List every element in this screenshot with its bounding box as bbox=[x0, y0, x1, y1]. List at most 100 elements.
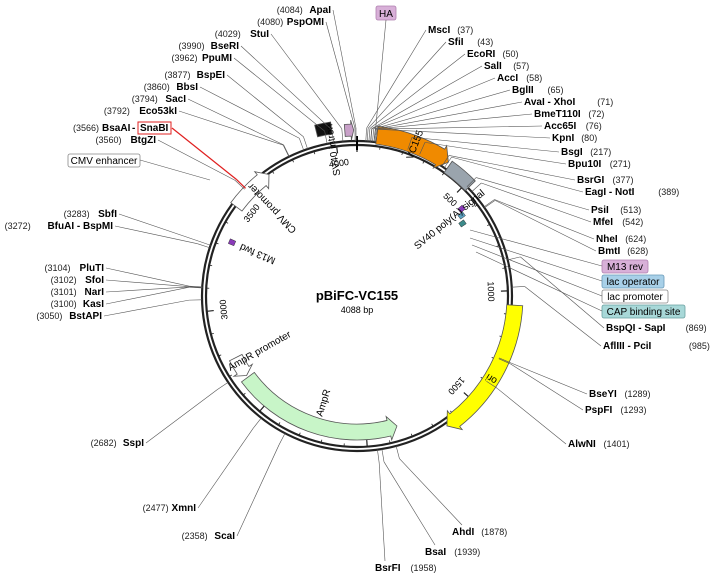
site-position: (542) bbox=[622, 217, 643, 227]
site-position: (71) bbox=[597, 97, 613, 107]
site-ppumi-leader bbox=[233, 57, 325, 132]
site-position: (76) bbox=[586, 121, 602, 131]
enzyme-name: Acc65I bbox=[544, 121, 576, 132]
site-bsrfi-leader bbox=[378, 462, 386, 562]
feature-ampr bbox=[240, 371, 398, 442]
tick-mark bbox=[313, 151, 316, 155]
site-position: (3100) bbox=[51, 299, 77, 309]
enzyme-name: BfuAI - BspMI bbox=[47, 221, 113, 232]
tick-label: 1500 bbox=[446, 375, 467, 397]
site-bsrgi-leader bbox=[448, 155, 576, 181]
feature-cmv-promoter bbox=[230, 171, 270, 212]
enzyme-name: AhdI bbox=[452, 527, 474, 538]
site-position: (513) bbox=[620, 205, 641, 215]
site-kasi-cut-tick bbox=[189, 286, 203, 289]
tick-mark bbox=[259, 405, 265, 412]
site-acci-cut-tick bbox=[370, 128, 373, 142]
site-acc65i-leader bbox=[376, 125, 543, 130]
site-bsaai-leader bbox=[171, 127, 237, 180]
site-sbfi-cut-tick bbox=[198, 240, 211, 246]
site-bpu10i-cut-tick bbox=[419, 142, 426, 155]
feature-sv40-poly-a-signal bbox=[443, 160, 476, 192]
site-position: (3101) bbox=[51, 287, 77, 297]
site-bseyi-cut-tick bbox=[499, 357, 512, 364]
enzyme-name: BsaI bbox=[425, 547, 446, 558]
enzyme-name: KasI bbox=[83, 299, 104, 310]
feature-label-lacprom: lac promoter bbox=[607, 292, 663, 303]
site-position: (628) bbox=[627, 246, 648, 256]
name-separator: - bbox=[132, 123, 135, 134]
site-sbfi-leader bbox=[118, 213, 199, 242]
site-saci-cut-tick bbox=[283, 144, 290, 157]
enzyme-name: Bpu10I bbox=[568, 159, 602, 170]
site-bsrgi-cut-tick bbox=[441, 155, 450, 167]
tick-mark bbox=[209, 264, 213, 267]
site-eagi-noti-cut-tick bbox=[444, 156, 452, 169]
enzyme-name: BbsI bbox=[176, 82, 198, 93]
tick-mark bbox=[442, 172, 445, 176]
site-position: (43) bbox=[477, 37, 493, 47]
site-bspei-leader bbox=[226, 74, 304, 137]
tick-mark bbox=[206, 309, 214, 312]
enzyme-name: KpnI bbox=[552, 133, 574, 144]
site-bbsi-leader bbox=[199, 86, 300, 139]
site-sspi-leader bbox=[145, 389, 218, 444]
label-leader bbox=[374, 19, 387, 136]
tick-mark bbox=[225, 221, 229, 224]
enzyme-name: SfoI bbox=[85, 275, 104, 286]
site-stui-leader bbox=[270, 33, 343, 129]
tick-label: 500 bbox=[441, 191, 459, 209]
feature-label-m13rev: M13 rev bbox=[607, 262, 643, 273]
site-bmti-leader bbox=[494, 200, 597, 252]
feature-label: SV40 intron bbox=[324, 123, 343, 176]
tick-mark bbox=[210, 332, 214, 335]
site-bsrfi-cut-tick bbox=[377, 449, 380, 463]
tick-mark bbox=[336, 146, 339, 154]
site-position: (377) bbox=[613, 175, 634, 185]
label-leader bbox=[471, 244, 603, 297]
tick-mark bbox=[389, 440, 391, 444]
enzyme-name: BspQI - SapI bbox=[606, 323, 666, 334]
enzyme-name: EagI - NotI bbox=[585, 187, 635, 198]
site-position: (3990) bbox=[178, 41, 204, 51]
enzyme-name: AflIII - PciI bbox=[603, 341, 652, 352]
site-bfuai-bspmi-cut-tick bbox=[197, 243, 210, 249]
site-bspqi-sapi-cut-tick bbox=[507, 256, 521, 261]
enzyme-name: ScaI bbox=[214, 531, 235, 542]
enzyme-name: BseYI bbox=[589, 389, 617, 400]
enzyme-name: MscI bbox=[428, 25, 450, 36]
tick-mark bbox=[320, 439, 323, 443]
site-pluti-leader bbox=[105, 267, 190, 287]
site-bmti-cut-tick bbox=[484, 200, 496, 209]
label-box-lacprom bbox=[601, 289, 669, 304]
enzyme-name: MfeI bbox=[593, 217, 613, 228]
enzyme-name: PsiI bbox=[591, 205, 609, 216]
site-position: (1401) bbox=[604, 439, 630, 449]
feature-ha bbox=[343, 119, 355, 141]
site-position: (58) bbox=[526, 73, 542, 83]
site-nhei-leader bbox=[494, 199, 595, 240]
site-position: (2477) bbox=[143, 503, 169, 513]
tick-mark bbox=[401, 151, 404, 156]
site-pspomi-leader bbox=[325, 21, 356, 129]
site-position: (3566) bbox=[73, 123, 99, 133]
site-msci-leader bbox=[366, 29, 427, 129]
label-box-cmvenh bbox=[67, 153, 141, 168]
feature-label: AmpR promoter bbox=[226, 329, 293, 374]
site-scai-leader bbox=[236, 444, 280, 537]
enzyme-name: BsaAI bbox=[102, 123, 131, 134]
enzyme-name: PluTI bbox=[80, 263, 105, 274]
site-position: (217) bbox=[590, 147, 611, 157]
site-bseri-leader bbox=[240, 45, 332, 131]
enzyme-name: BmtI bbox=[598, 246, 620, 257]
site-position: (37) bbox=[457, 25, 473, 35]
label-box-cap bbox=[601, 304, 686, 319]
enzyme-name: PspFI bbox=[585, 405, 612, 416]
site-position: (80) bbox=[581, 133, 597, 143]
site-position: (1958) bbox=[411, 563, 437, 573]
site-bmet110i-leader bbox=[375, 113, 533, 130]
site-position: (3794) bbox=[132, 94, 158, 104]
site-avai-xhoi-leader bbox=[375, 101, 523, 130]
site-bsai-cut-tick bbox=[381, 448, 385, 462]
enzyme-name: BmeT110I bbox=[534, 109, 581, 120]
